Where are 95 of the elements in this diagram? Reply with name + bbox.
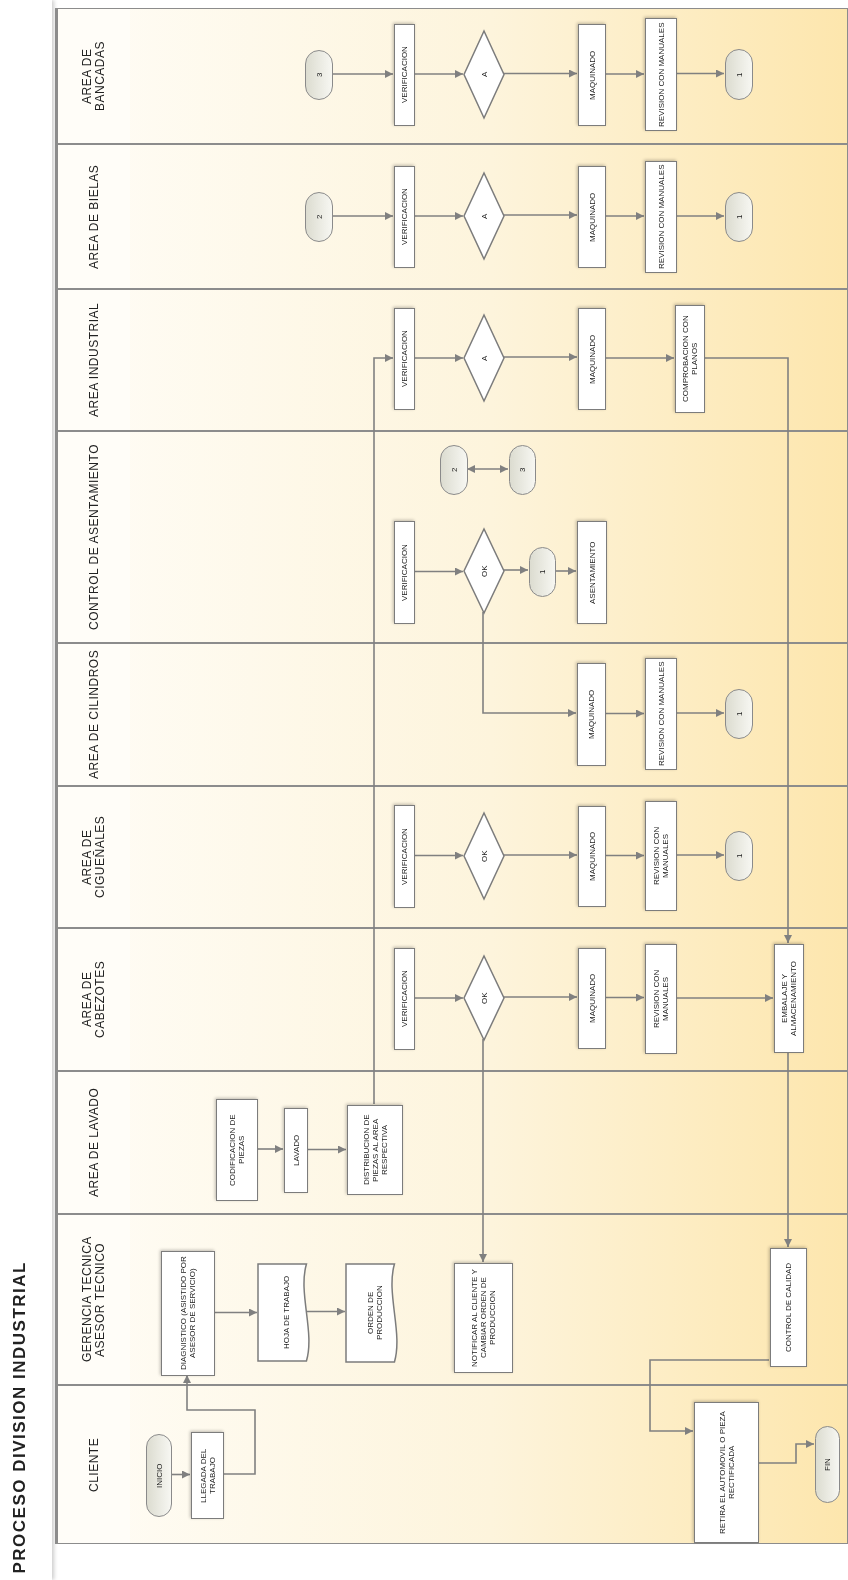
arrow <box>757 1440 815 1464</box>
swimlane <box>55 1071 848 1214</box>
process-box: MAQUINADO <box>578 166 606 268</box>
arrow <box>502 993 578 1001</box>
process-box: DIAGNISTICO (ASISTIDO POR ASESOR DE SERVICIO) <box>161 1251 215 1376</box>
process-box: VERIFICACION <box>394 166 415 268</box>
lane-header: AREA DE LAVADO <box>56 1072 130 1213</box>
process-box: MAQUINADO <box>578 308 606 410</box>
arrow <box>675 69 725 78</box>
arrow <box>331 70 394 78</box>
arrow <box>703 357 792 944</box>
process-box: VERIFICACION <box>394 521 415 624</box>
arrow <box>502 566 529 574</box>
process-box: MAQUINADO <box>578 806 606 907</box>
decision-diamond: A <box>464 315 504 401</box>
process-box: LLEGADA DEL TRABAJO <box>191 1432 224 1519</box>
process-box: REVISION CON MANUALES <box>645 801 677 911</box>
arrow <box>170 1470 191 1479</box>
arrow <box>413 354 464 362</box>
swimlane <box>55 1385 848 1544</box>
swimlane <box>55 1214 848 1385</box>
swimlane <box>55 643 848 786</box>
process-box: REVISION CON MANUALES <box>645 944 677 1054</box>
process-box: DISTRIBUCION DE PIEZAS AL AREA RESPECTIVA <box>347 1105 403 1195</box>
arrow <box>502 211 578 219</box>
lane-header: AREA DE CIGUEÑALES <box>56 787 130 927</box>
lane-header: AREA DE BIELAS <box>56 145 130 288</box>
arrow <box>331 212 394 220</box>
arrow <box>604 70 645 78</box>
arrow <box>604 851 645 860</box>
arrow <box>675 851 725 859</box>
arrow <box>413 994 464 1002</box>
lane-header: CONTROL DE ASENTAMIENTO <box>56 432 130 642</box>
arrow <box>604 993 645 1002</box>
arrow <box>554 567 577 575</box>
lane-header: GERENCIA TECNICA ASESOR TECNICO <box>56 1215 130 1384</box>
arrow <box>675 709 725 717</box>
process-box: MAQUINADO <box>578 24 606 126</box>
arrow <box>306 1145 347 1154</box>
process-box: MAQUINADO <box>578 948 606 1049</box>
process-box: REVISION CON MANUALES <box>645 658 677 770</box>
decision-diamond: OK <box>464 529 504 613</box>
arrow <box>413 70 464 78</box>
diagram-title: PROCESO DIVISION INDUSTRIAL <box>10 1261 30 1574</box>
process-box: REVISION CON MANUALES <box>645 18 677 131</box>
arrow <box>373 354 394 1105</box>
arrow <box>413 212 464 220</box>
lane-header: AREA DE CILINDROS <box>56 644 130 785</box>
arrow <box>183 1374 256 1475</box>
process-box: REVISION CON MANUALES <box>645 161 677 273</box>
arrow <box>675 994 774 1002</box>
arrow <box>649 1359 770 1435</box>
process-box: RETIRA EL AUTOMOVIL O PIEZA RECTIFICADA <box>694 1402 759 1543</box>
arrow <box>784 1051 792 1248</box>
arrow <box>675 212 725 220</box>
process-box: EMBALAJE Y ALMACENAMIENTO <box>774 944 804 1053</box>
arrow <box>604 212 645 220</box>
process-box: NOTIFICAR AL CLIENTE Y CAMBIAR ORDEN DE PRODUCCION <box>454 1263 513 1373</box>
process-box: COMPROBACION CON PLANOS <box>675 305 705 413</box>
decision-diamond: OK <box>464 956 504 1040</box>
arrow <box>466 465 509 473</box>
arrow <box>413 851 464 860</box>
process-box: CONTROL DE CALIDAD <box>770 1248 807 1367</box>
lane-header: AREA DE CABEZOTES <box>56 929 130 1070</box>
decision-diamond: OK <box>464 813 504 899</box>
decision-diamond: A <box>464 173 504 259</box>
arrow <box>256 1145 284 1153</box>
arrow <box>482 611 577 717</box>
swimlane <box>55 431 848 643</box>
swimlane <box>55 786 848 928</box>
arrow <box>213 1308 258 1317</box>
arrow <box>502 69 578 78</box>
process-box: MAQUINADO <box>577 663 606 766</box>
process-box: CODIFICACION DE PIEZAS <box>216 1099 258 1201</box>
arrow <box>479 1038 487 1263</box>
lane-header: AREA DE BANCADAS <box>56 9 130 143</box>
lane-header: CLIENTE <box>56 1386 130 1543</box>
arrow <box>604 354 675 362</box>
decision-diamond: A <box>464 31 504 118</box>
process-box: VERIFICACION <box>394 308 415 410</box>
process-box: ASENTAMIENTO <box>577 521 607 624</box>
swimlane <box>55 8 848 144</box>
lane-header: AREA INDUSTRIAL <box>56 290 130 430</box>
swimlane <box>55 144 848 289</box>
arrow <box>413 567 464 576</box>
process-box: LAVADO <box>284 1108 308 1193</box>
swimlane <box>55 289 848 431</box>
arrow <box>502 851 578 859</box>
process-box: VERIFICACION <box>394 805 415 908</box>
process-box: VERIFICACION <box>394 948 415 1050</box>
arrow <box>604 709 645 718</box>
swimlane <box>55 928 848 1071</box>
arrow <box>502 353 578 361</box>
arrow <box>304 1307 346 1316</box>
process-box: VERIFICACION <box>394 24 415 126</box>
